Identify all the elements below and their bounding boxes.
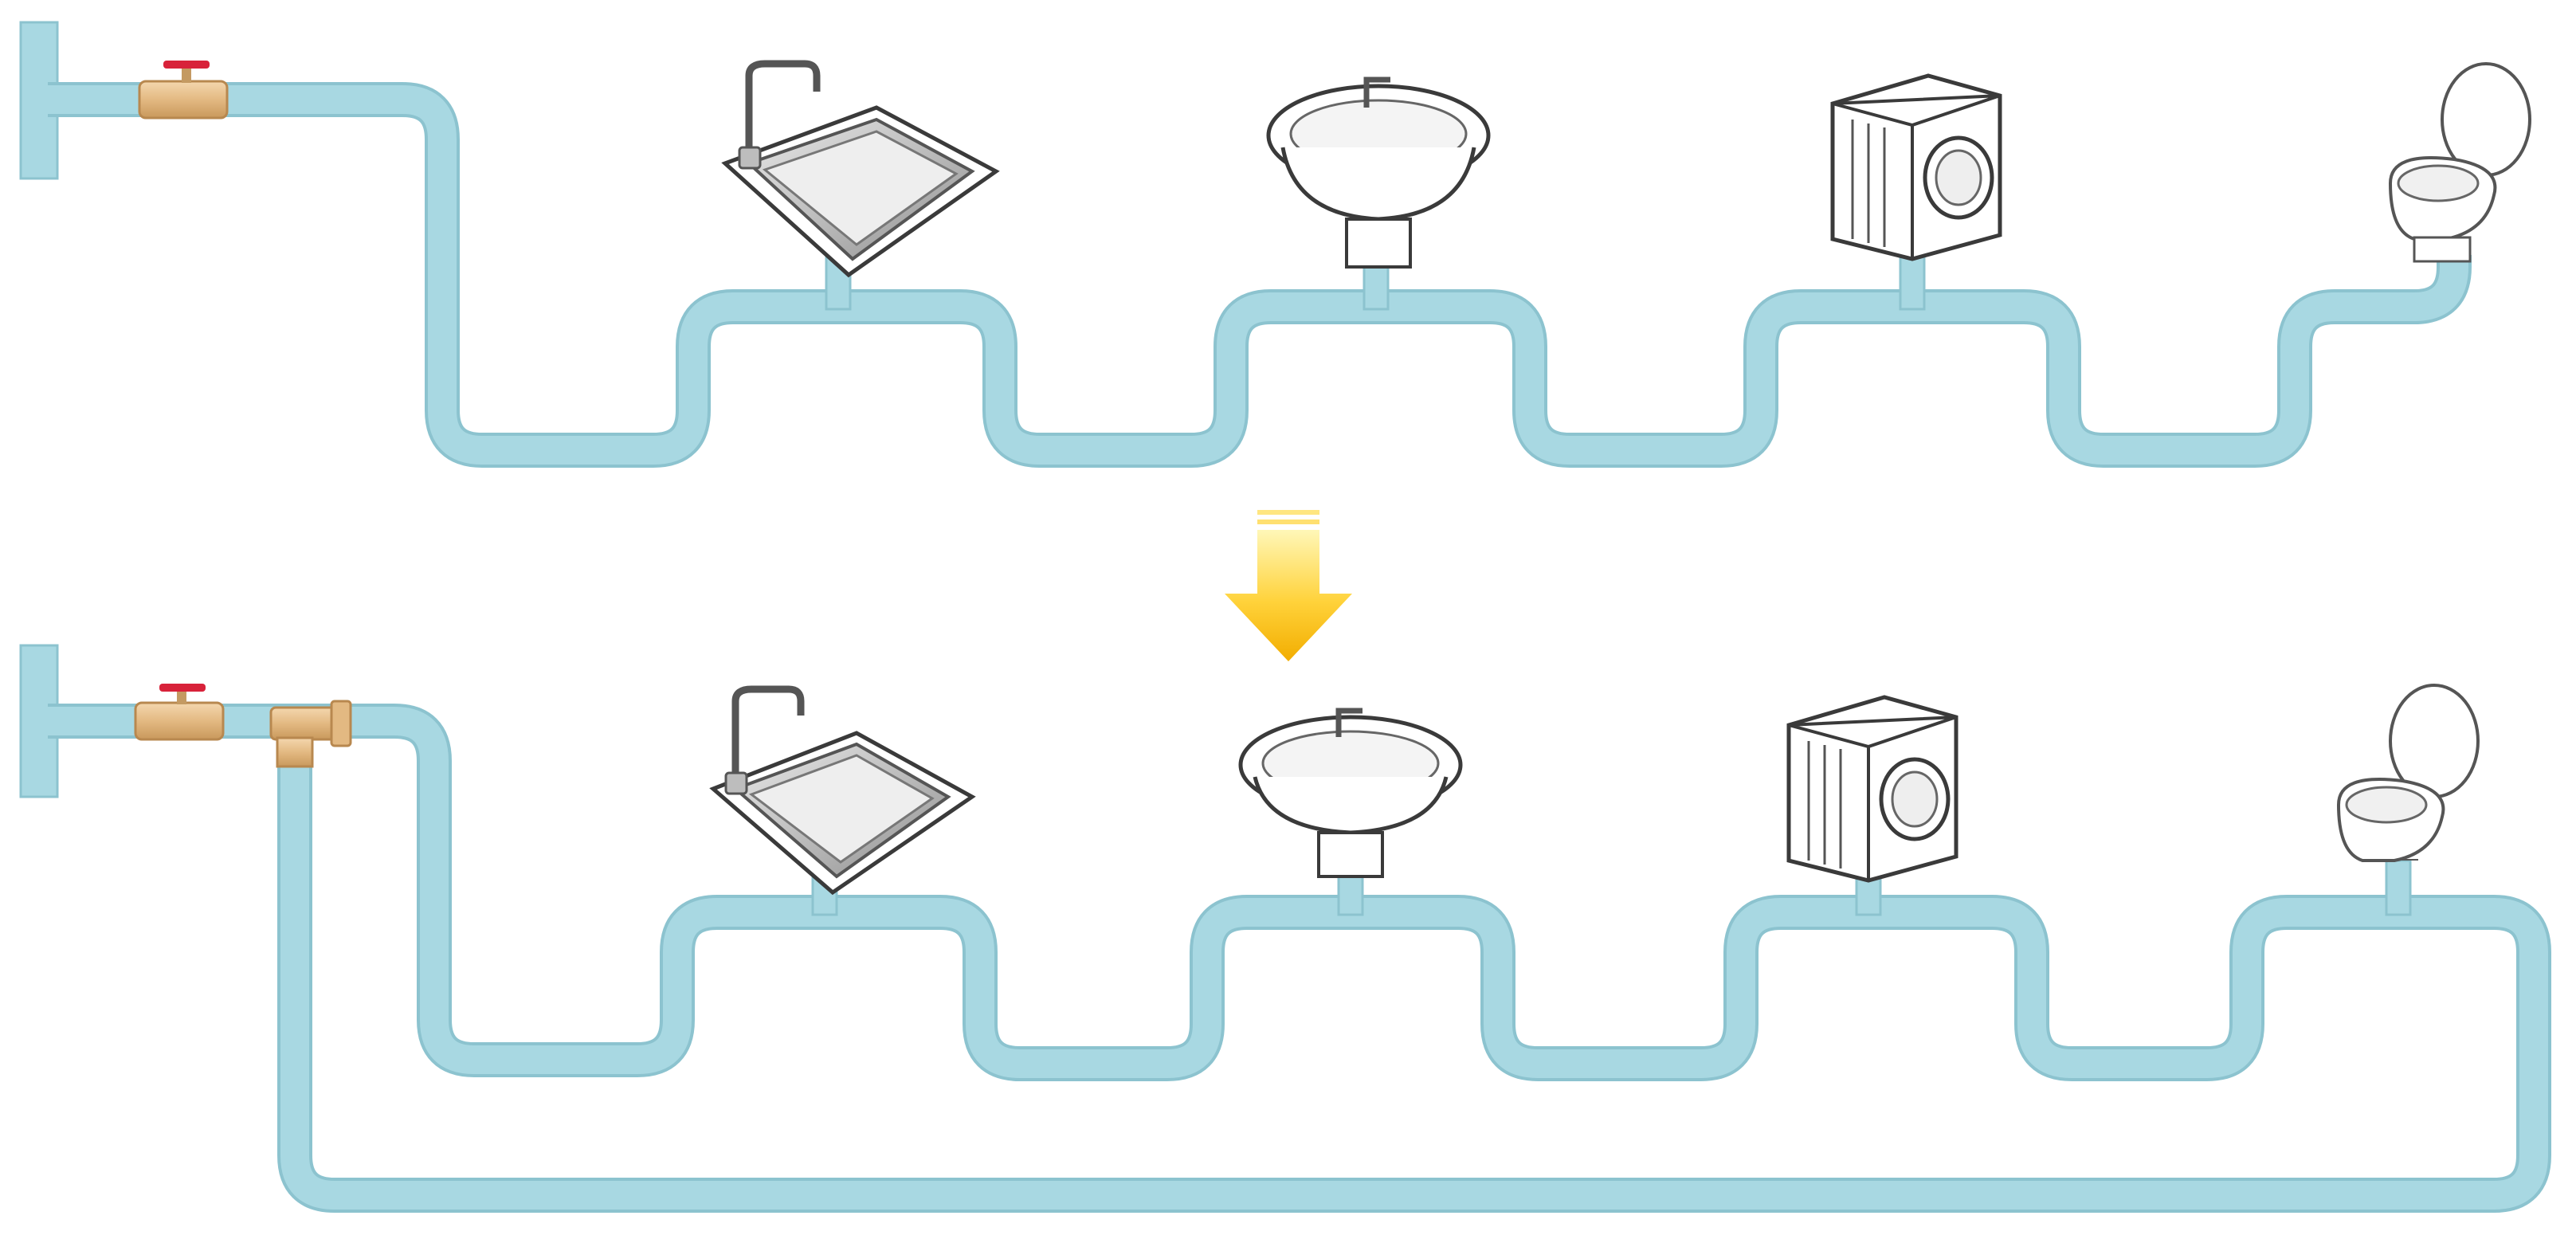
shutoff-valve <box>134 684 225 741</box>
washbasin-icon <box>1238 708 1463 878</box>
down-arrow-icon <box>1225 510 1352 661</box>
diagram-after <box>19 644 2551 1213</box>
diagram-before <box>19 21 2531 468</box>
washbasin-icon <box>1266 76 1491 269</box>
toilet-icon <box>2388 62 2531 263</box>
toilet-icon <box>2336 684 2480 862</box>
kitchen-sink-icon <box>721 60 1000 278</box>
washing-machine-icon <box>1830 73 2002 261</box>
washing-machine-icon <box>1786 695 1958 883</box>
shutoff-valve <box>138 61 229 120</box>
supply-pipe-run <box>48 82 2472 468</box>
kitchen-sink-icon <box>709 685 976 896</box>
circulation-pump <box>269 700 352 768</box>
